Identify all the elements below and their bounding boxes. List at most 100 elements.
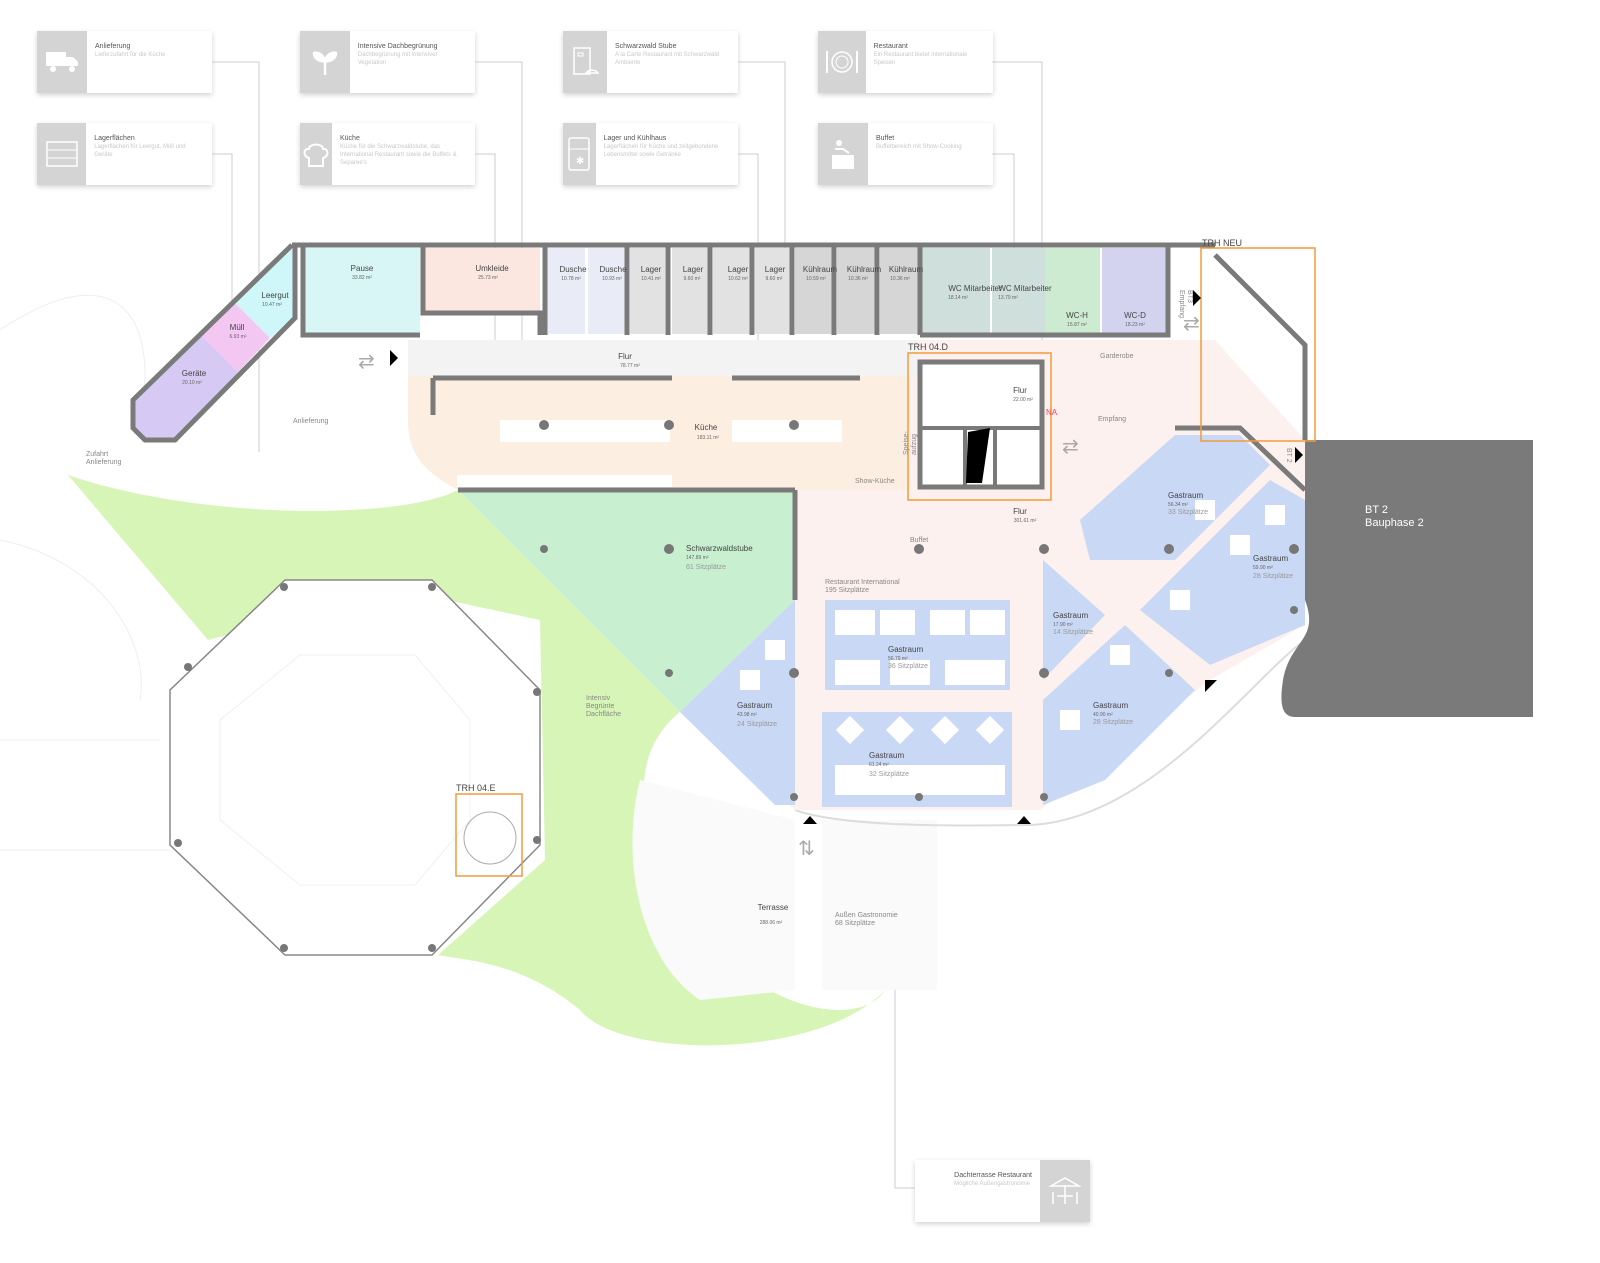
label-trh-neu: TRH NEU [1202,238,1242,248]
room-name: Müll [230,323,245,332]
room-area: 20.10 m² [182,380,202,386]
label-aussen-seats: 68 Sitzplätze [835,920,875,927]
room-seats: 28 Sitzplätze [1253,573,1293,580]
room-seats: 33 Sitzplätze [1168,509,1208,516]
room-name: Terrasse [758,903,789,912]
label-roof-3: Dachfläche [586,711,621,718]
room-pause [305,248,420,333]
room-lager-1 [630,248,665,334]
lift-shaft [966,428,990,483]
room-area: 43.98 m² [737,712,757,718]
room-gastraum-17 [1043,560,1105,680]
legend-desc: Lagerflächen für Leergut, Müll und Gerät… [94,144,186,158]
trh-neu-box [1200,247,1316,442]
shelf-icon [37,123,87,185]
room-wc-mitarbeiter-2 [992,248,1045,334]
label-garderobe: Garderobe [1100,353,1134,360]
svg-text:✱: ✱ [576,156,584,167]
room-name: Gastraum [869,751,904,760]
label-speiseaufzug-2: aufzug [911,434,918,455]
label-zufahrt-anlieferung: Anlieferung [86,459,122,466]
room-area: 10.41 m² [641,276,661,282]
room-area: 10.78 m² [561,276,581,282]
outdoor-gastro-area [822,820,937,990]
legend-title: Lager und Kühlhaus [603,135,667,142]
room-name: WC-H [1066,311,1088,320]
room-area: 10.93 m² [602,276,622,282]
room-name: Lager [765,265,786,274]
plant-icon [300,31,350,93]
room-area: 183.11 m² [697,435,719,441]
label-buffet: Buffet [910,537,928,544]
room-gastraum-59 [1140,480,1305,665]
label-trh-04e: TRH 04.E [456,783,496,793]
room-name: Küche [695,423,718,432]
label-speiseaufzug-1: Speise- [903,431,910,455]
chef-hat-icon [300,123,332,185]
room-seats: 14 Sitzplätze [1053,629,1093,636]
legend-desc: Lieferzufahrt für die Küche [95,52,166,58]
svg-text:⇄: ⇄ [1062,436,1079,458]
spiral-stair [463,811,517,865]
label-aussen-gastronomie: Außen Gastronomie [835,912,898,919]
room-area: 40.90 m² [1093,712,1113,718]
room-gastraum-56-34 [1080,435,1270,560]
room-name: Gastraum [1093,701,1128,710]
room-area: 10.36 m² [890,276,910,282]
room-name: Dusche [599,265,627,274]
room-name: Kühlraum [847,265,882,274]
room-area: 10.47 m² [262,302,282,308]
columns [174,420,1299,952]
room-seats: 61 Sitzplätze [686,564,726,571]
room-name: WC Mitarbeiter [948,284,1002,293]
legend-title: Schwarzwald Stube [614,43,677,50]
menu-cloche-icon [563,31,607,93]
room-area: 288.06 m² [760,920,783,926]
entrance-markers [390,290,1303,824]
room-lager-4 [755,248,790,334]
room-name: WC-D [1124,311,1146,320]
room-area: 33.82 m² [352,275,372,281]
room-name: Geräte [182,369,207,378]
room-dusche-1 [547,248,585,334]
room-name: Pause [351,264,374,273]
legend-desc: Lagerflächen für Küche und zeitgebundene… [603,144,719,158]
room-name: Leergut [261,291,289,300]
context-lines [0,294,170,851]
label-show-kueche: Show-Küche [855,478,895,485]
room-area: 301.61 m² [1014,518,1037,524]
terrace-area [632,780,795,1000]
legend-title: Lagerflächen [94,135,135,142]
legend-desc: Buffetbereich mit Show-Cooking [876,144,962,150]
legend-title: Restaurant [873,43,908,50]
room-name: Kühlraum [889,265,924,274]
room-area: 56.34 m² [1168,502,1188,508]
room-seats: 24 Sitzplätze [737,721,777,728]
label-anlieferung: Anlieferung [293,418,329,425]
parasol-table-icon [1040,1160,1090,1222]
room-area: 6.93 m² [230,334,247,340]
room-wc-d [1102,248,1168,334]
room-kuehlraum-2 [837,248,875,334]
legend-title: Intensive Dachbegrünung [357,43,438,50]
room-name: Gastraum [1253,554,1288,563]
trh-04d-box [907,352,1052,501]
label-empfang: Empfang [1098,416,1126,423]
room-area: 17.90 m² [1053,622,1073,628]
octagon-inner [219,654,471,886]
label-bt2-side: BT 2 [1285,448,1292,463]
room-name: Dusche [559,265,587,274]
room-seats: 36 Sitzplätze [888,663,928,670]
room-area: 10.59 m² [806,276,826,282]
swap-arrows-icon: ⇄⇄⇄⇅ [358,313,1200,860]
room-kuehlraum-3 [880,248,918,334]
label-bauphase-2: Bauphase 2 [1365,517,1424,529]
room-area: 56.79 m² [888,656,908,662]
room-leergut [232,248,295,338]
label-restaurant-international: Restaurant International [825,579,900,586]
plate-cutlery-icon [818,31,866,93]
octagon-structure [169,579,541,956]
